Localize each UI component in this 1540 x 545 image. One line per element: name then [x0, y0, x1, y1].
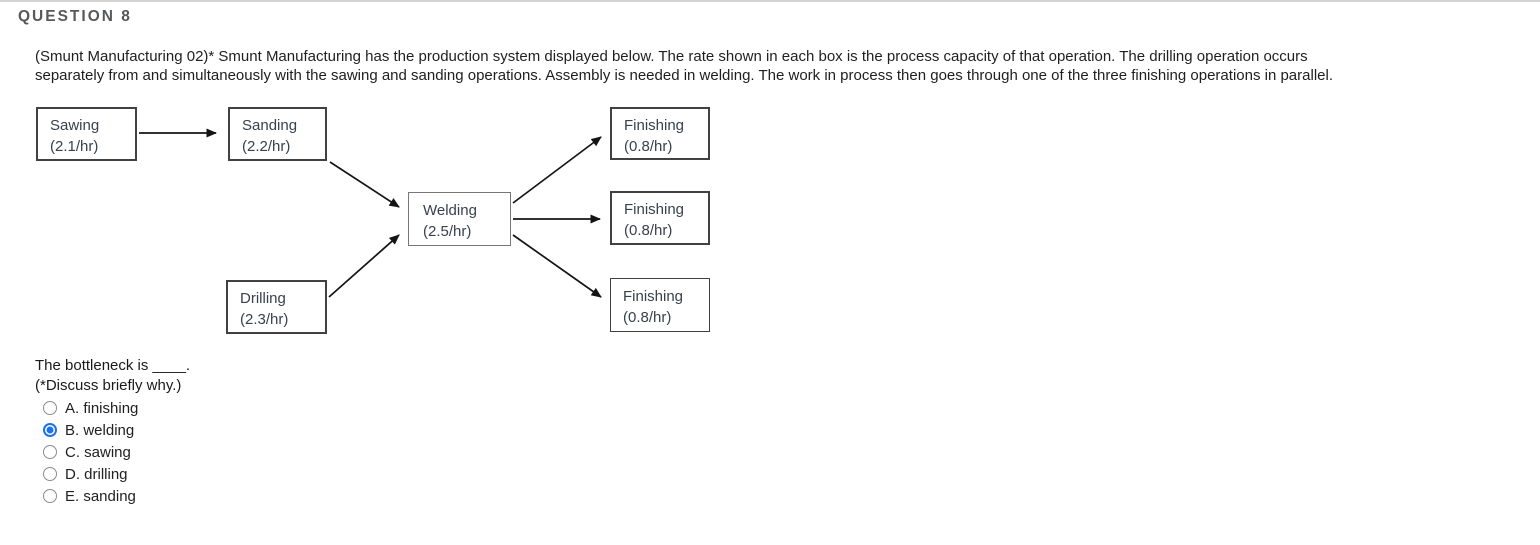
process-box-finishing-bottom: Finishing (0.8/hr): [610, 278, 710, 332]
top-divider: [0, 0, 1540, 2]
option-label-c: C. sawing: [65, 443, 131, 461]
process-box-welding: Welding (2.5/hr): [408, 192, 511, 246]
process-box-label: Finishing: [623, 288, 684, 305]
option-label-e: E. sanding: [65, 487, 136, 505]
option-label-d: D. drilling: [65, 465, 128, 483]
process-box-label: Drilling: [240, 290, 286, 307]
answer-options: A. finishing B. welding C. sawing D. dri…: [43, 397, 138, 507]
arrow-drilling-to-welding: [328, 234, 400, 298]
process-box-sanding: Sanding (2.2/hr): [228, 107, 327, 161]
question-note: (*Discuss briefly why.): [35, 377, 182, 394]
option-label-b: B. welding: [65, 421, 135, 439]
radio-button-a[interactable]: [43, 401, 57, 415]
process-box-rate: (2.1/hr): [50, 138, 99, 155]
process-box-finishing-middle: Finishing (0.8/hr): [610, 191, 710, 245]
process-box-label: Sawing: [50, 117, 100, 134]
process-box-label: Welding: [423, 202, 477, 219]
option-row-d[interactable]: D. drilling: [43, 463, 138, 485]
process-box-rate: (2.3/hr): [240, 311, 289, 328]
process-box-rate: (0.8/hr): [624, 222, 673, 239]
radio-button-e[interactable]: [43, 489, 57, 503]
process-box-finishing-top: Finishing (0.8/hr): [610, 107, 710, 160]
question-prompt: The bottleneck is ____.: [35, 357, 191, 374]
process-box-rate: (0.8/hr): [623, 309, 672, 326]
process-box-label: Finishing: [624, 201, 685, 218]
option-row-a[interactable]: A. finishing: [43, 397, 138, 419]
option-label-a: A. finishing: [65, 399, 139, 417]
process-box-rate: (2.2/hr): [242, 138, 291, 155]
process-flow-diagram: Sawing (2.1/hr) Sanding (2.2/hr) Finishi…: [0, 0, 760, 360]
process-box-rate: (0.8/hr): [624, 138, 673, 155]
radio-button-c[interactable]: [43, 445, 57, 459]
arrow-welding-to-finishing-top: [512, 136, 602, 204]
radio-button-d[interactable]: [43, 467, 57, 481]
radio-button-b[interactable]: [43, 423, 57, 437]
question-header: QUESTION 8: [18, 8, 132, 25]
arrow-welding-to-finishing-bottom: [512, 234, 602, 298]
process-box-rate: (2.5/hr): [423, 223, 472, 240]
process-box-sawing: Sawing (2.1/hr): [36, 107, 137, 161]
option-row-b[interactable]: B. welding: [43, 419, 138, 441]
option-row-e[interactable]: E. sanding: [43, 485, 138, 507]
arrow-sanding-to-welding: [329, 161, 400, 208]
process-box-drilling: Drilling (2.3/hr): [226, 280, 327, 334]
question-stem-text: (Smunt Manufacturing 02)* Smunt Manufact…: [35, 48, 1333, 84]
option-row-c[interactable]: C. sawing: [43, 441, 138, 463]
process-box-label: Sanding: [242, 117, 298, 134]
process-box-label: Finishing: [624, 117, 685, 134]
